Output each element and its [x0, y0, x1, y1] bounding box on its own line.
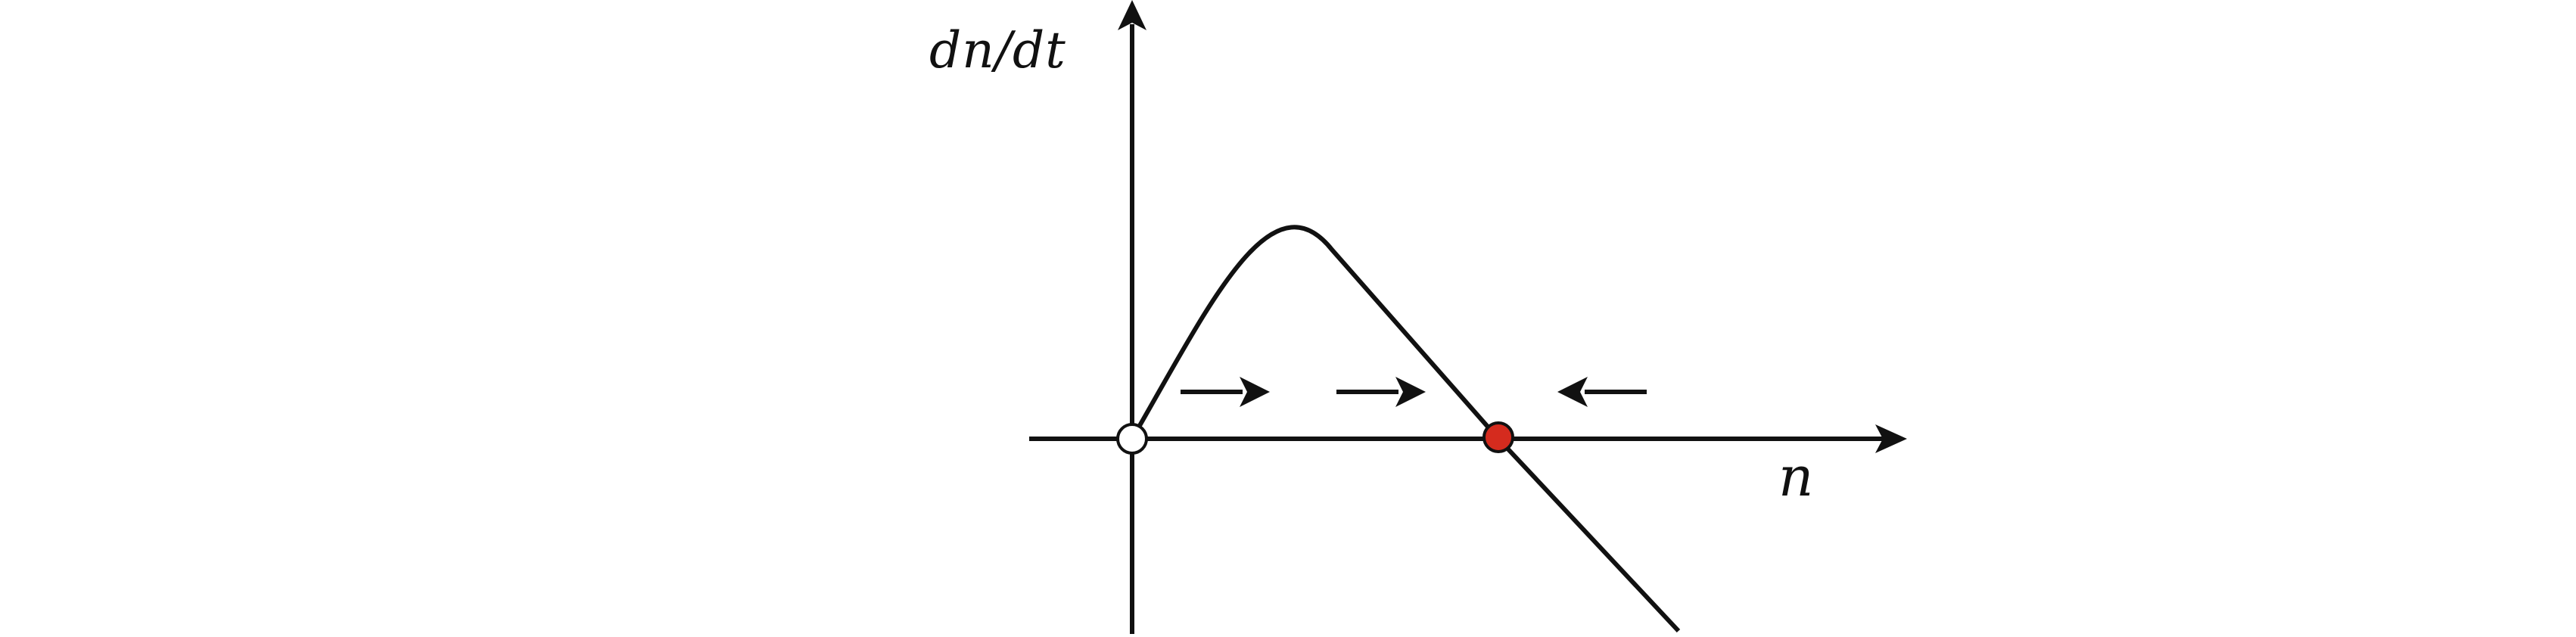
stable-fixed-point	[1482, 421, 1514, 453]
flow-arrow-1	[1181, 377, 1270, 407]
x-axis-label: n	[1778, 445, 1814, 508]
x-axis-arrowhead	[1875, 424, 1907, 453]
flow-arrow-2	[1336, 377, 1426, 407]
flow-arrow-3	[1557, 377, 1647, 407]
y-axis-label: dn/dt	[929, 21, 1066, 79]
y-axis-arrowhead	[1118, 0, 1146, 30]
rate-curve	[1130, 225, 1681, 633]
unstable-fixed-point	[1116, 423, 1148, 455]
